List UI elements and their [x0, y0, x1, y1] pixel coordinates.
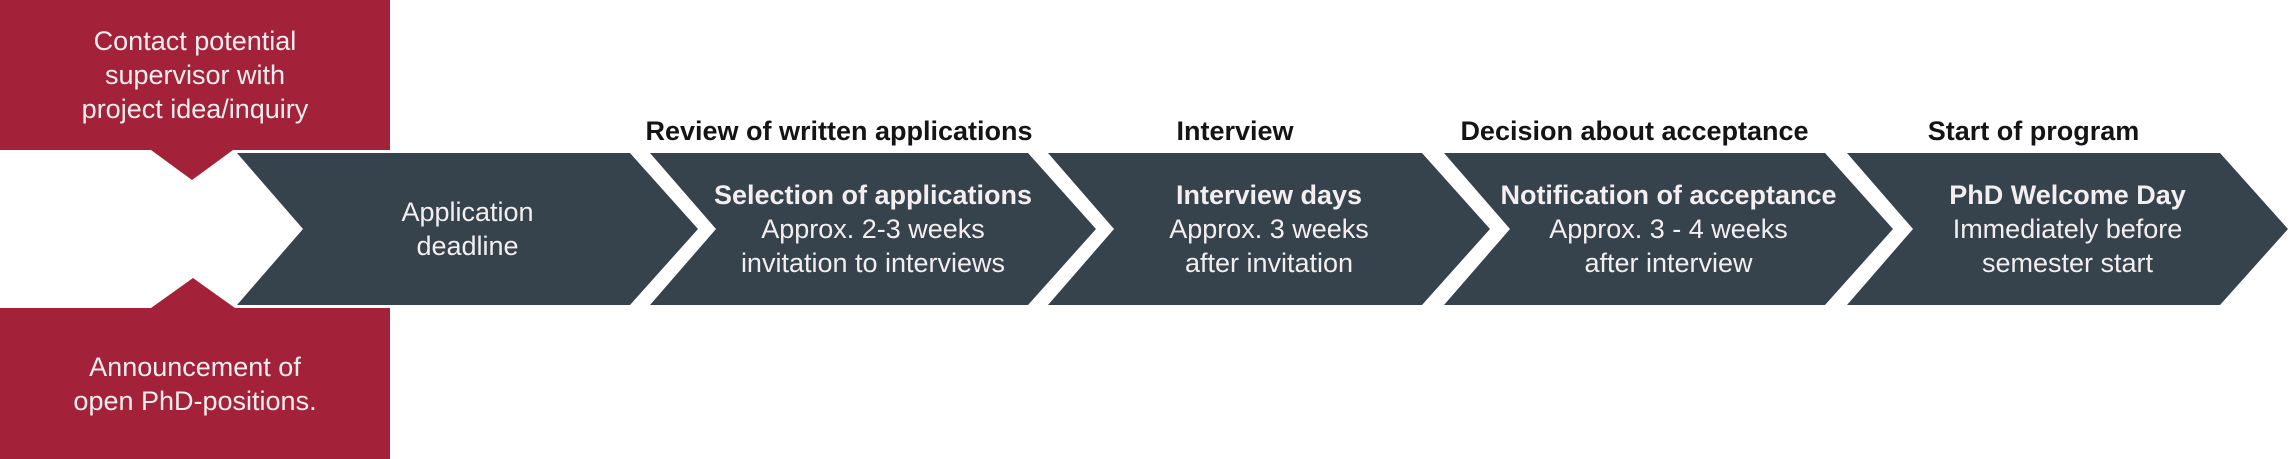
callout-top-pointer — [151, 150, 233, 180]
callout-announcement-positions: Announcement of open PhD-positions. — [0, 308, 390, 459]
callout-line: Contact potential — [93, 26, 297, 56]
callout-line: open PhD-positions. — [73, 385, 317, 416]
callout-line: supervisor with — [104, 60, 286, 90]
step-header-interview: Interview — [1176, 116, 1294, 146]
chevron-line: Approx. 3 - 4 weeks — [1549, 214, 1788, 244]
chevron-title: Selection of applications — [713, 180, 1033, 210]
step-header-review: Review of written applications — [645, 116, 1033, 146]
chevron-notification-of-acceptance: Notification of acceptance Approx. 3 - 4… — [1444, 153, 1893, 305]
chevron-line: semester start — [1981, 248, 2154, 278]
callout-bottom-pointer — [151, 278, 235, 308]
chevron-line: Approx. 2-3 weeks — [761, 214, 985, 244]
callout-contact-supervisor: Contact potential supervisor with projec… — [0, 0, 390, 150]
chevron-title: PhD Welcome Day — [1949, 180, 2186, 210]
chevron-line: after invitation — [1184, 248, 1354, 278]
chevron-selection-of-applications: Selection of applications Approx. 2-3 we… — [650, 153, 1096, 305]
step-header-decision: Decision about acceptance — [1460, 116, 1809, 146]
chevron-line: after interview — [1584, 248, 1753, 278]
chevron-title: Notification of acceptance — [1500, 180, 1837, 210]
step-header-start: Start of program — [1927, 116, 2140, 146]
chevron-line: Application — [401, 197, 534, 227]
chevron-interview-days: Interview days Approx. 3 weeks after inv… — [1048, 153, 1490, 305]
chevron-line: Immediately before — [1952, 214, 2183, 244]
callout-line: Announcement of — [89, 351, 301, 382]
callout-line: project idea/inquiry — [81, 94, 309, 124]
chevron-title: Interview days — [1175, 180, 1363, 210]
chevron-phd-welcome-day: PhD Welcome Day Immediately before semes… — [1847, 153, 2288, 305]
chevron-line: Approx. 3 weeks — [1169, 214, 1369, 244]
chevron-line: invitation to interviews — [740, 248, 1006, 278]
chevron-application-deadline: Application deadline — [237, 153, 698, 305]
chevron-line: deadline — [416, 231, 519, 261]
